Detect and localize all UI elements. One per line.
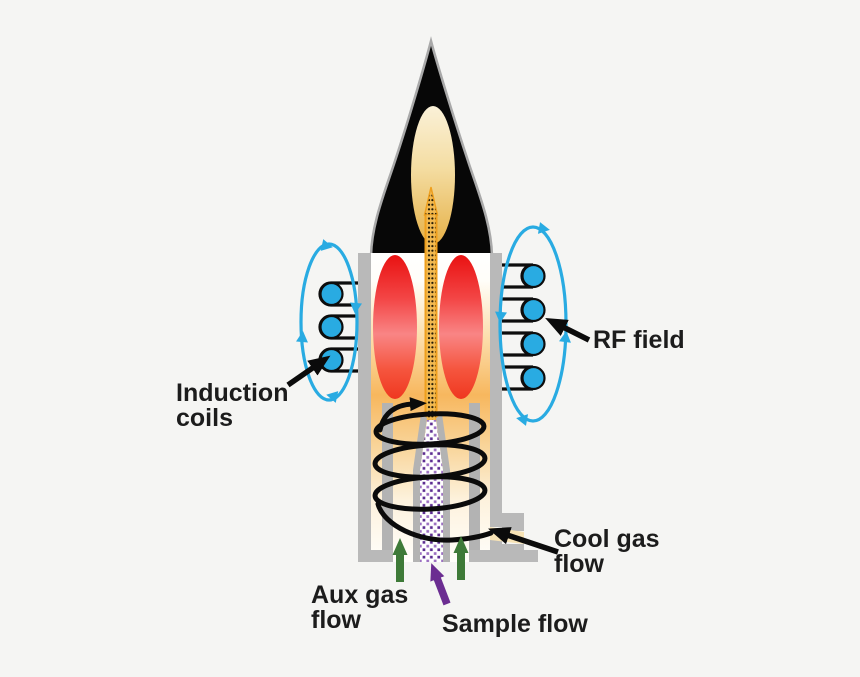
field-arrowhead [296,331,308,343]
swirl-loop-3 [372,474,488,512]
cool-gas-flow-label: Cool gas flow [554,527,660,577]
torch-bottom-cap-left [358,550,393,562]
field-arrowhead [495,311,507,323]
field-arrowhead [516,414,529,426]
field-arrowhead [350,302,362,314]
inner-tube-right [469,403,480,552]
induction-coils-label-line1: Induction [176,379,289,407]
aux-gas-flow-label: Aux gas flow [311,583,408,633]
cool-gas-flow-label-line2: flow [554,550,604,578]
field-arrowhead [320,239,333,251]
inner-tube-left [382,403,393,552]
rf-field-label-text: RF field [593,326,685,354]
sample-flow-label-text: Sample flow [442,610,588,638]
coil-circle [521,365,546,391]
aux-gas-flow-label-line2: flow [311,606,361,634]
coil-circle [521,331,546,357]
injector-aerosol [420,420,443,562]
torch-outer-wall-left [358,253,371,562]
coil-circle [521,297,546,323]
cool-gas-pointer-arrow [488,527,559,555]
coil-circle [319,314,344,340]
swirl-exit-arrow [377,397,427,433]
field-arrowhead [326,391,339,403]
aux-gas-flow-label-line1: Aux gas [311,581,409,609]
field-arrowhead [559,331,571,343]
rf-field-line-left [299,242,359,402]
inner-flame [411,106,455,244]
plasma-region-left [373,255,417,399]
rf-field-label: RF field [593,328,685,353]
sample-channel [424,215,438,421]
induction-coil-right-conductors [521,263,546,391]
induction-coil-left-conductors [319,281,344,373]
rf-field-arrowheads-left [296,239,362,403]
injector-wall-right [436,414,450,562]
cool-gas-inlet-upper-wall [502,513,524,531]
rf-field-pointer-arrow [545,318,591,343]
cool-gas-swirl [372,411,494,543]
induction-coils-label-line2: coils [176,404,233,432]
plasma-region-right [439,255,483,399]
coil-circle [319,281,344,307]
cool-gas-flow-label-line1: Cool gas [554,525,660,553]
induction-coils-label: Induction coils [176,381,288,431]
torch-bottom-cap-right [469,550,538,562]
field-arrowhead [537,222,550,234]
injector-wall-left [413,414,427,562]
induction-coils-pointer-arrow [286,355,331,388]
swirl-sweep [375,501,494,543]
sample-flow-arrow [430,563,451,606]
sample-flow-label: Sample flow [442,612,588,637]
rf-field-arrowheads-right [495,222,571,426]
coil-circle [521,263,546,289]
coil-circle [319,347,344,373]
